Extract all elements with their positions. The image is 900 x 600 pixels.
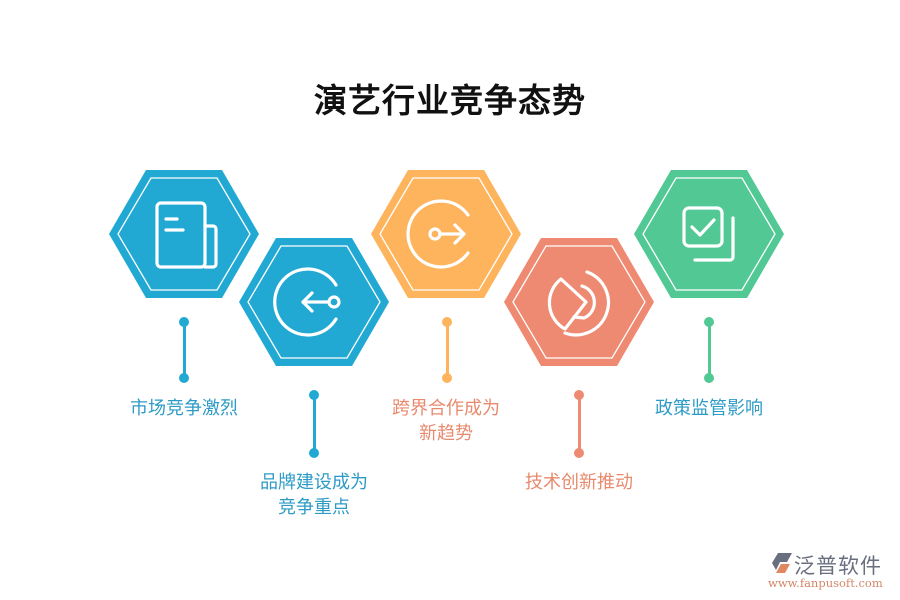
connector-item2 (309, 390, 319, 458)
checkbox-stack-icon (682, 206, 735, 262)
connector-line (708, 322, 711, 378)
connector-item5 (704, 317, 714, 383)
label-line: 新趋势 (419, 423, 473, 444)
connector-line (446, 322, 449, 378)
logo-mark-icon (772, 553, 792, 573)
logo-url: www.fanpusoft.com (768, 576, 883, 590)
connector-dot (179, 373, 189, 383)
label-line: 品牌建设成为 (260, 472, 368, 493)
newspaper-icon (155, 201, 218, 269)
label-line: 跨界合作成为 (392, 398, 500, 419)
connector-dot (442, 373, 452, 383)
page-title: 演艺行业竞争态势 (314, 81, 586, 120)
arrow-left-circle-icon (273, 267, 341, 337)
arrow-right-circle-icon (406, 199, 470, 269)
hexagon-shape (239, 238, 389, 366)
hexagon-shape (371, 170, 521, 298)
hexagon-policy-regulation (634, 170, 784, 298)
connector-line (183, 322, 186, 378)
connector-dot (574, 448, 584, 458)
connector-item1 (179, 317, 189, 383)
hexagon-shape (109, 170, 259, 298)
logo-name: 泛普软件 (794, 554, 882, 578)
label-line: 政策监管影响 (655, 398, 763, 419)
hexagon-tech-innovation (504, 238, 654, 366)
label-line: 市场竞争激烈 (130, 398, 238, 419)
connector-item4 (574, 390, 584, 458)
label-policy-regulation: 政策监管影响 (619, 396, 799, 421)
hexagon-market-competition (109, 170, 259, 298)
hexagon-shape (634, 170, 784, 298)
pie-chart-icon (547, 270, 610, 337)
label-crossover-cooperation: 跨界合作成为 新趋势 (356, 396, 536, 446)
hexagon-crossover-cooperation (371, 170, 521, 298)
label-line: 竞争重点 (278, 497, 350, 518)
hexagon-shape (504, 238, 654, 366)
connector-line (313, 395, 316, 453)
connector-line (578, 395, 581, 453)
connector-dot (704, 373, 714, 383)
label-line: 技术创新推动 (525, 472, 633, 493)
label-tech-innovation: 技术创新推动 (489, 470, 669, 495)
label-brand-building: 品牌建设成为 竞争重点 (224, 470, 404, 520)
connector-item3 (442, 317, 452, 383)
label-market-competition: 市场竞争激烈 (94, 396, 274, 421)
brand-logo: 泛普软件 www.fanpusoft.com (766, 548, 896, 598)
connector-dot (309, 448, 319, 458)
hexagon-brand-building (239, 238, 389, 366)
